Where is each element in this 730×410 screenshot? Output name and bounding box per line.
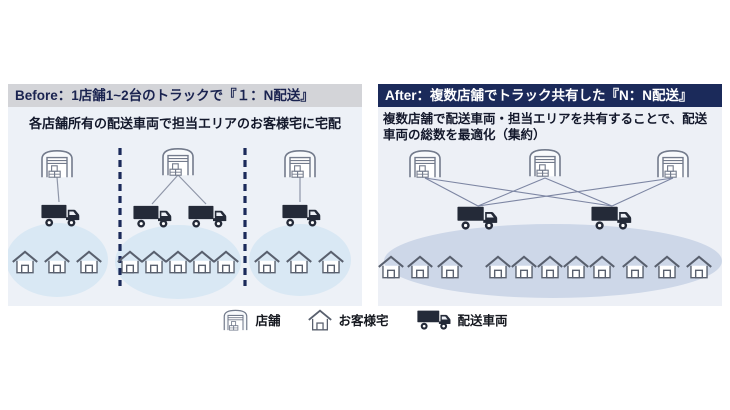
after-panel: After：複数店舗でトラック共有した『N：N配送』 複数店舗で配送車両・担当エ… xyxy=(378,84,722,306)
before-panel-title: Before：1店舗1~2台のトラックで『１：N配送』 xyxy=(8,84,362,107)
store-icon xyxy=(284,150,316,178)
truck-icon xyxy=(591,206,632,230)
truck-icon xyxy=(282,204,321,227)
legend-item-truck: 配送車両 xyxy=(417,308,508,331)
truck-icon xyxy=(457,206,498,230)
before-diagram xyxy=(8,148,351,299)
truck-icon xyxy=(133,205,172,228)
legend: 店舗 お客様宅 配送車両 xyxy=(0,308,730,331)
store-icon xyxy=(222,308,249,331)
store-icon xyxy=(657,150,689,178)
before-panel: Before：1店舗1~2台のトラックで『１：N配送』 各店舗所有の配送車両で担… xyxy=(8,84,362,306)
before-panel-description: 各店舗所有の配送車両で担当エリアのお客様宅に宅配 xyxy=(28,116,341,131)
store-icon xyxy=(529,149,561,177)
after-diagram xyxy=(378,149,722,298)
legend-item-store: 店舗 xyxy=(222,308,280,331)
customer-area-ellipse xyxy=(384,224,722,298)
store-icon xyxy=(41,150,73,178)
legend-store-label: 店舗 xyxy=(255,314,281,328)
after-panel-description: 複数店舗で配送車両・担当エリアを共有することで、配送車両の総数を最適化（集約） xyxy=(383,112,708,142)
customer-area-ellipse xyxy=(8,223,108,297)
customer-area-ellipse xyxy=(249,224,351,296)
truck-icon xyxy=(417,308,452,331)
legend-truck-label: 配送車両 xyxy=(457,314,508,328)
truck-icon xyxy=(188,205,227,228)
after-panel-title: After：複数店舗でトラック共有した『N：N配送』 xyxy=(378,84,722,107)
house-icon xyxy=(308,309,332,331)
route-lines xyxy=(424,177,674,207)
legend-house-label: お客様宅 xyxy=(338,314,389,328)
store-icon xyxy=(162,148,194,176)
legend-item-house: お客様宅 xyxy=(308,309,389,331)
store-icon xyxy=(409,150,441,178)
route-lines xyxy=(56,174,301,205)
